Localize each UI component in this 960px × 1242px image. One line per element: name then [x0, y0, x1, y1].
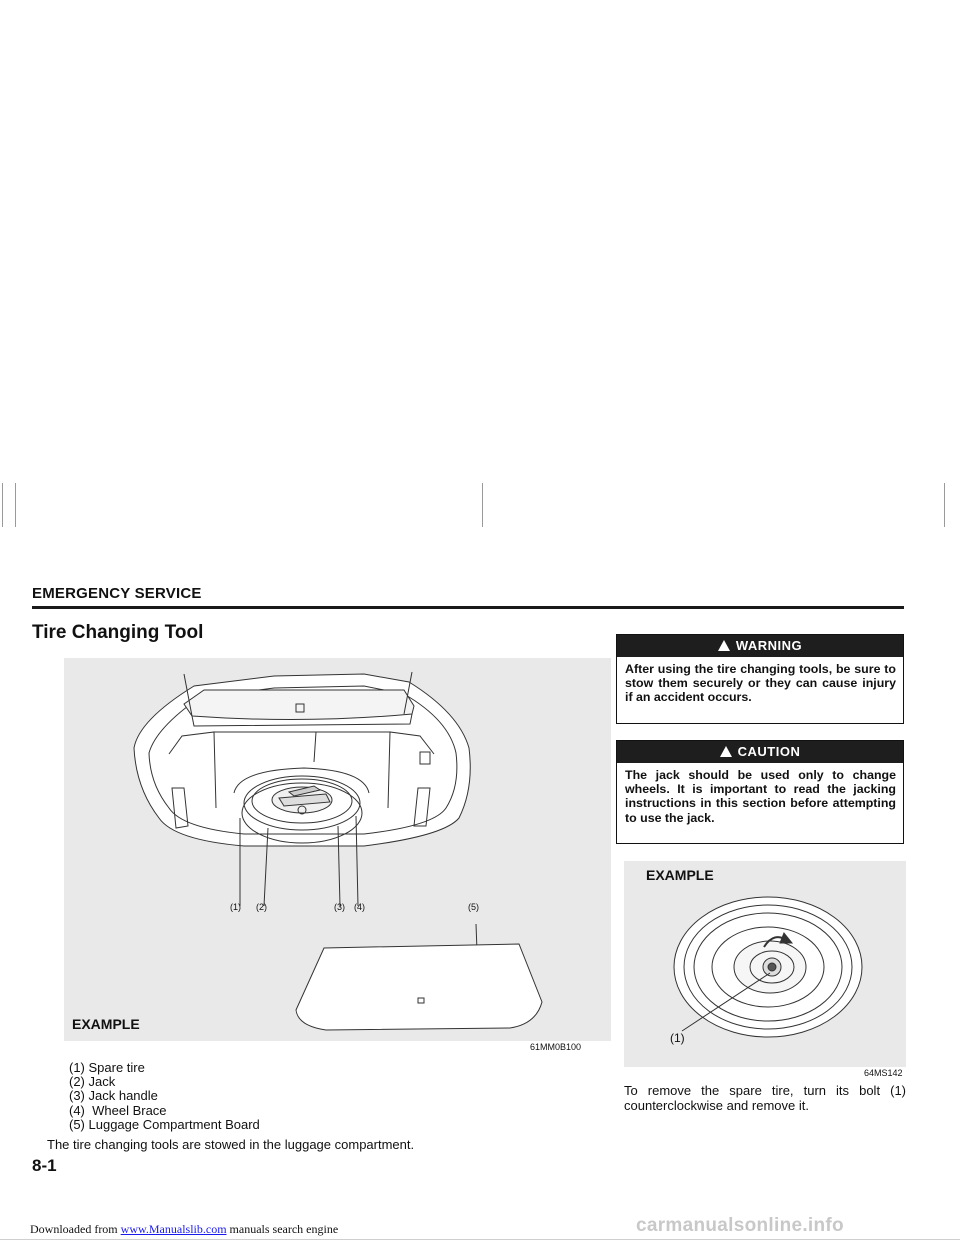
crop-mark: [2, 483, 3, 527]
header-rule: [32, 606, 904, 609]
body-paragraph: The tire changing tools are stowed in th…: [47, 1137, 415, 1152]
spare-tire-drawing: [673, 896, 863, 1038]
crop-mark: [944, 483, 945, 527]
warning-icon: [717, 640, 730, 651]
callout-4: (4): [354, 902, 365, 912]
legend-item: (1) Spare tire: [69, 1060, 145, 1075]
caution-icon: [719, 746, 732, 757]
legend-item: (2) Jack: [69, 1074, 116, 1090]
figure-code: 64MS142: [864, 1068, 903, 1078]
spare-tire-illustration: EXAMPLE (1): [624, 861, 906, 1067]
crop-mark: [15, 483, 16, 527]
warning-header: WARNING: [617, 635, 903, 657]
footer-suffix: manuals search engine: [226, 1222, 339, 1236]
legend-item: (3) Jack handle: [69, 1088, 158, 1104]
footer-prefix: Downloaded from: [30, 1222, 121, 1236]
luggage-compartment-drawing: [133, 671, 543, 1031]
luggage-compartment-illustration: (1) (2) (3) (4) (5) EXAMPLE: [64, 658, 611, 1041]
figure-code: 61MM0B100: [530, 1042, 582, 1052]
legend-item: (5) Luggage Compartment Board: [69, 1116, 260, 1132]
section-header: EMERGENCY SERVICE: [32, 585, 202, 602]
warning-text: After using the tire changing tools, be …: [625, 662, 896, 705]
crop-mark: [0, 1239, 960, 1240]
callout-1: (1): [230, 902, 241, 912]
watermark: carmanualsonline.info: [636, 1215, 844, 1236]
callout-3: (3): [334, 902, 345, 912]
caution-text: The jack should be used only to change w…: [625, 768, 896, 825]
callout-1: (1): [670, 1031, 685, 1045]
figure-example-label: EXAMPLE: [72, 1016, 140, 1032]
page-heading: Tire Changing Tool: [32, 622, 204, 643]
warning-box: WARNING After using the tire changing to…: [616, 634, 904, 724]
caution-box: CAUTION The jack should be used only to …: [616, 740, 904, 844]
callout-2: (2): [256, 902, 267, 912]
page-number: 8-1: [32, 1156, 57, 1175]
warning-label: WARNING: [735, 638, 803, 653]
caution-label: CAUTION: [737, 744, 801, 759]
footer-link[interactable]: www.Manualslib.com: [120, 1222, 227, 1236]
footer-credit: Downloaded from www.Manualslib.com manua…: [30, 1222, 338, 1237]
figure-legend: (1) Spare tire (2) Jack (3) Jack handle …: [69, 1060, 260, 1132]
legend-item: (4) Wheel Brace: [69, 1102, 167, 1118]
crop-mark: [482, 483, 483, 527]
caution-header: CAUTION: [617, 741, 903, 763]
body-paragraph: To remove the spare tire, turn its bolt …: [624, 1083, 906, 1113]
figure-example-label: EXAMPLE: [646, 867, 714, 883]
callout-5: (5): [468, 902, 479, 912]
